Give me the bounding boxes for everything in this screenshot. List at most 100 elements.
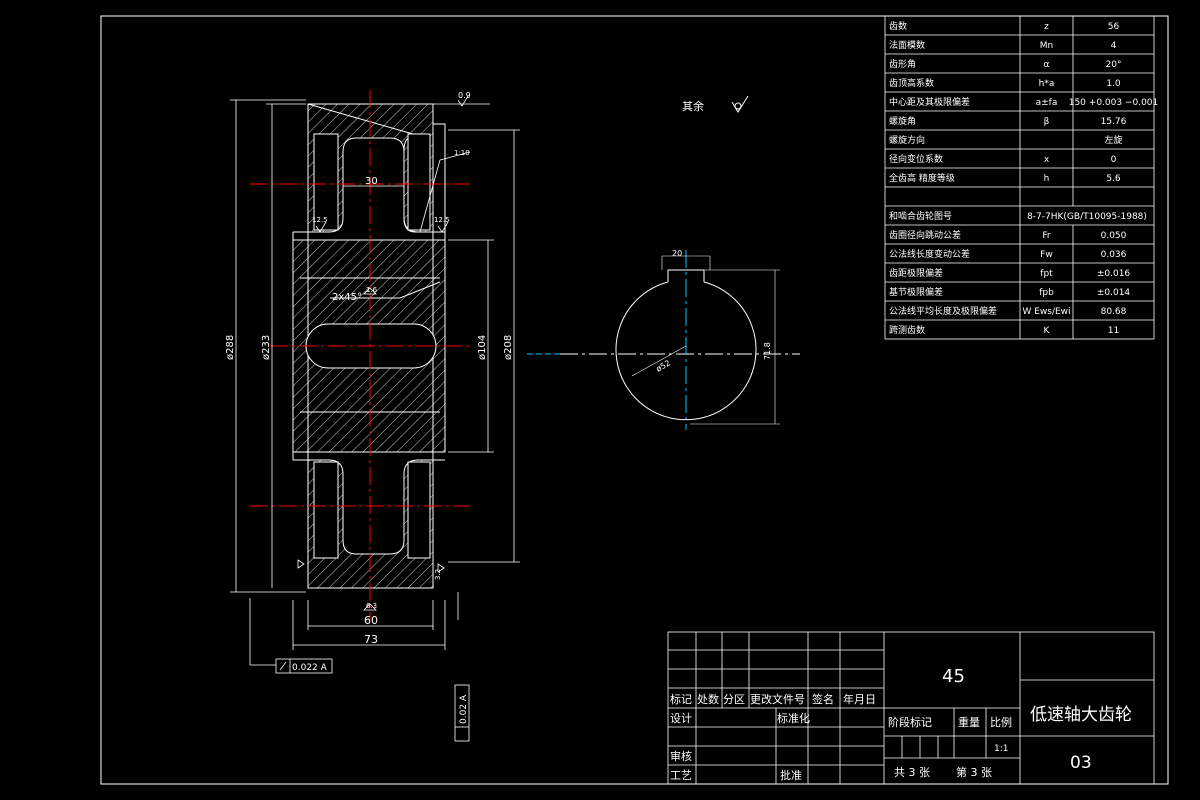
dimension-labels: ø288 ø233 ø104 ø208 60 73 30 2x45° 12.5 … [225,91,514,646]
param-value: 15.76 [1101,117,1127,127]
param-value: 4 [1111,41,1117,51]
tb-scale: 比例 [990,715,1012,729]
tb-weight: 重量 [958,715,980,729]
dim-w60: 60 [364,614,378,627]
roughness-note: 其余 [682,99,704,113]
param-symbol: h [1044,174,1050,184]
param-name: 齿圈径向跳动公差 [889,229,961,241]
param-value: 20° [1106,60,1122,70]
tb-h-doc: 更改文件号 [750,692,805,706]
param-value: 左旋 [1104,134,1122,146]
tb-h-sign: 签名 [812,692,834,706]
param-name: 径向变位系数 [889,153,943,165]
title-block [667,631,1155,785]
dim-r3-2: 3.2 [434,569,442,580]
param-name: 公法线平均长度及极限偏差 [889,305,997,317]
param-name: 螺旋方向 [889,134,925,146]
bore-end-view [615,255,780,425]
web-window-top [313,133,339,231]
dim-bore: ø52 [655,358,673,373]
tb-drawing-no: 03 [1070,753,1092,773]
tb-sheets-total: 共 3 张 [894,766,930,779]
param-value: 150 +0.003 −0.001 [1069,98,1159,108]
dim-d233: ø233 [261,335,272,360]
param-symbol: Fr [1042,231,1051,241]
param-name: 螺旋角 [889,115,916,127]
dim-key-width: 20 [672,249,682,258]
param-name: 齿数 [889,20,907,32]
tb-approve: 批准 [780,768,802,782]
param-name: 齿形角 [889,58,916,70]
roughness-symbols [297,95,469,611]
tb-scale-val: 1:1 [994,744,1008,754]
dim-w30: 30 [365,176,378,187]
param-name: 齿顶高系数 [889,77,934,89]
param-value: 5.6 [1106,174,1121,184]
dim-r12-5b: 12.5 [434,216,450,224]
web-window-bottom [313,461,339,559]
param-symbol: a±fa [1036,98,1058,108]
param-symbol: W Ews/Ewi [1022,307,1070,317]
param-name: 基节极限偏差 [889,286,943,298]
param-value: 0.050 [1101,231,1127,241]
tb-process: 工艺 [670,769,692,782]
param-name: 公法线长度变动公差 [889,248,970,260]
tol-perp-text: 0.02 A [459,694,469,724]
param-name: 和啮合齿轮图号 [889,210,952,222]
param-value: ±0.014 [1097,288,1131,298]
param-symbol: K [1044,326,1051,336]
param-value: ±0.016 [1097,269,1131,279]
tol-runout-text: 0.022 A [292,663,328,673]
web-window-bottom-2 [407,461,431,559]
tb-part-name: 低速轴大齿轮 [1030,705,1132,725]
param-symbol: x [1044,155,1050,165]
param-value: 11 [1108,326,1119,336]
tb-h-date: 年月日 [843,692,876,706]
tolerance-frame-perp [454,684,470,742]
param-symbol: Mn [1040,41,1053,51]
center-lines [250,90,800,620]
roughness-note-symbol [731,95,749,113]
dim-roughness-top: 0.9 [458,91,471,100]
title-block-text: 标记 处数 分区 更改文件号 签名 年月日 设计 标准化 审核 工艺 批准 45… [670,666,1132,782]
dim-taper: 1:10 [454,149,470,157]
param-name: 全齿高 精度等级 [889,172,955,184]
tb-h-marks: 标记 [670,692,692,706]
tb-material: 45 [942,666,965,687]
param-value: 8-7-7HK(GB/T10095-1988) [1027,212,1147,222]
tb-sheet-no: 第 3 张 [956,765,992,779]
dim-chamfer: 2x45° [332,292,362,303]
dim-d288: ø288 [225,335,236,360]
param-symbol: α [1044,60,1050,70]
param-symbol: fpt [1040,269,1053,279]
tolerance-frame-runout [275,658,333,674]
param-name: 跨测齿数 [889,324,925,336]
param-name: 法面模数 [889,39,925,51]
tb-review: 审核 [670,749,692,763]
tb-h-zone: 分区 [723,693,745,706]
param-value: 80.68 [1101,307,1127,317]
tb-design: 设计 [670,712,692,725]
sheet-border [100,15,1169,785]
param-value: 1.0 [1106,79,1121,89]
param-value: 0 [1111,155,1117,165]
param-symbol: β [1044,117,1050,127]
param-table: 齿数 z 56 法面模数 Mn 4 齿形角 α 20° 齿顶高系数 h*a 1.0 中心距及其极限偏差 a… [884,15,1159,340]
web-window-top-2 [407,133,431,231]
dim-w73: 73 [364,633,378,646]
param-name: 齿距极限偏差 [889,267,943,279]
tb-h-count: 处数 [697,693,719,706]
dim-d104: ø104 [477,335,488,360]
dimension-lines [230,99,520,666]
param-symbol: Fw [1040,250,1053,260]
param-value: 56 [1108,22,1120,32]
param-name: 中心距及其极限偏差 [889,96,970,108]
param-value: 0.036 [1101,250,1127,260]
param-symbol: z [1044,22,1049,32]
dim-d208: ø208 [503,335,514,360]
tb-stage-mark: 阶段标记 [888,715,932,729]
param-symbol: h*a [1039,79,1055,89]
param-symbol: fpb [1039,288,1054,298]
